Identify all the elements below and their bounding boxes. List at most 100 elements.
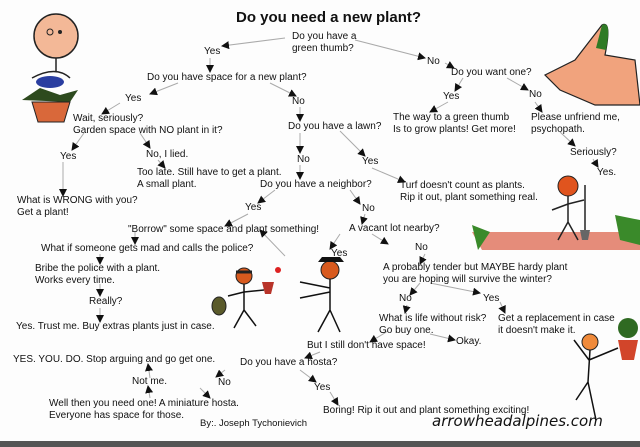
node-wrong: What is WRONG with you?Get a plant! [17,195,138,219]
node-line: Well then you need one! A miniature host… [49,398,239,409]
node-unfriend: Please unfriend me,psychopath. [531,112,620,136]
node-line: Too late. Still have to get a plant. [137,167,282,178]
node-hosta: Do you have a hosta? [240,357,338,368]
node-yes8: Yes [483,293,500,304]
node-no5: No [362,203,375,214]
node-line: What is WRONG with you? [17,195,138,206]
node-no4: No [297,154,310,165]
node-borrow: "Borrow" some space and plant something! [128,224,320,235]
flow-arrow [371,233,389,245]
node-no8: No [218,377,231,388]
node-too-late: Too late. Still have to get a plant.A sm… [137,167,282,191]
node-vacant-lot: A vacant lot nearby? [349,223,440,234]
flow-arrow [304,351,321,360]
credit-text: By:. Joseph Tychonievich [200,418,308,429]
flow-arrow [157,159,166,169]
node-yes4: Yes [60,151,77,162]
node-line: Get a replacement in case [498,313,615,324]
flow-arrow [215,369,226,378]
node-wait-seriously: Wait, seriously?Garden space with NO pla… [73,113,223,137]
flow-arrow [429,282,481,296]
node-line: Turf doesn't count as plants. [400,180,525,191]
node-boring: Boring! Rip it out and plant something e… [323,405,530,416]
flow-arrow [149,82,179,96]
flow-arrow [139,132,151,149]
node-line: you are hoping will survive the winter? [383,274,552,285]
node-space: Do you have space for a new plant? [147,72,307,83]
node-lawn: Do you have a lawn? [288,121,382,132]
node-yes-you-do: YES. YOU. DO. Stop arguing and go get on… [13,354,216,365]
node-line: Bribe the police with a plant. [35,263,161,274]
node-trust-me: Yes. Trust me. Buy extras plants just in… [16,321,215,332]
node-line: Please unfriend me, [531,112,620,123]
node-really: Really? [89,296,123,307]
node-line: A small plant. [137,179,197,190]
thinking-stick-figure-illustration [22,13,79,123]
node-no-lied: No, I lied. [146,149,189,160]
node-line: Is to grow plants! Get more! [393,124,516,135]
gardener-stick-figure-illustration [472,175,640,250]
node-no3: No [529,89,542,100]
thief-and-police-illustration [211,257,344,333]
node-yes1: Yes [204,46,221,57]
node-yes5: Yes [362,156,379,167]
node-police: What if someone gets mad and calls the p… [41,243,254,254]
node-yes7: Yes [331,248,348,259]
chart-title: Do you need a new plant? [236,9,422,26]
node-no1: No [427,56,440,67]
flow-arrow [257,189,276,204]
node-line: Get a plant! [17,207,69,218]
website-watermark: arrowheadalpines.com [432,412,603,430]
flow-arrow [444,61,455,69]
flow-arrow [354,39,426,61]
node-miniature: Well then you need one! A miniature host… [49,398,239,422]
node-yes6: Yes [245,202,262,213]
node-line: Everyone has space for those. [49,410,185,421]
node-line: The way to a green thumb [393,112,510,123]
node-no7: No [399,293,412,304]
flow-arrow [429,333,456,343]
flow-arrow [409,282,421,296]
flow-arrow [101,102,121,115]
green-thumb-up-illustration [543,23,640,106]
node-line: Rip it out, plant something real. [400,192,538,203]
node-line: Garden space with NO plant in it? [73,125,223,136]
flow-arrow [369,330,389,343]
flow-arrow [371,167,406,183]
node-line: Do you have a [292,31,357,42]
flow-arrow [590,158,599,168]
node-risk: What is life without risk?Go buy one. [379,313,486,337]
flow-arrow [429,101,449,113]
flow-arrow [506,77,529,91]
node-line: green thumb? [292,43,354,54]
flow-arrow [224,213,249,227]
node-line: it doesn't make it. [498,325,576,336]
node-want-one: Do you want one? [451,67,532,78]
flow-arrow [145,363,153,379]
flow-arrow [145,385,154,399]
node-line: psychopath. [531,124,585,135]
node-line: What is life without risk? [379,313,487,324]
flow-arrow [329,391,339,406]
flow-arrow [269,82,297,97]
flow-arrow [71,132,85,151]
flow-arrow [339,130,366,157]
flow-arrow [360,213,368,225]
flow-arrow [419,253,427,265]
flow-arrow [498,301,506,314]
node-seriously: Seriously? [570,147,617,158]
node-line: Wait, seriously? [73,113,144,124]
flow-arrow [349,189,361,205]
flow-arrow [534,101,543,113]
flow-arrow [259,229,286,257]
node-turf: Turf doesn't count as plants.Rip it out,… [400,180,538,204]
node-yes3: Yes [443,91,460,102]
node-not-me: Not me. [132,376,168,387]
flow-arrow [199,387,211,399]
node-line: Go buy one. [379,325,434,336]
flow-arrow [299,369,317,383]
